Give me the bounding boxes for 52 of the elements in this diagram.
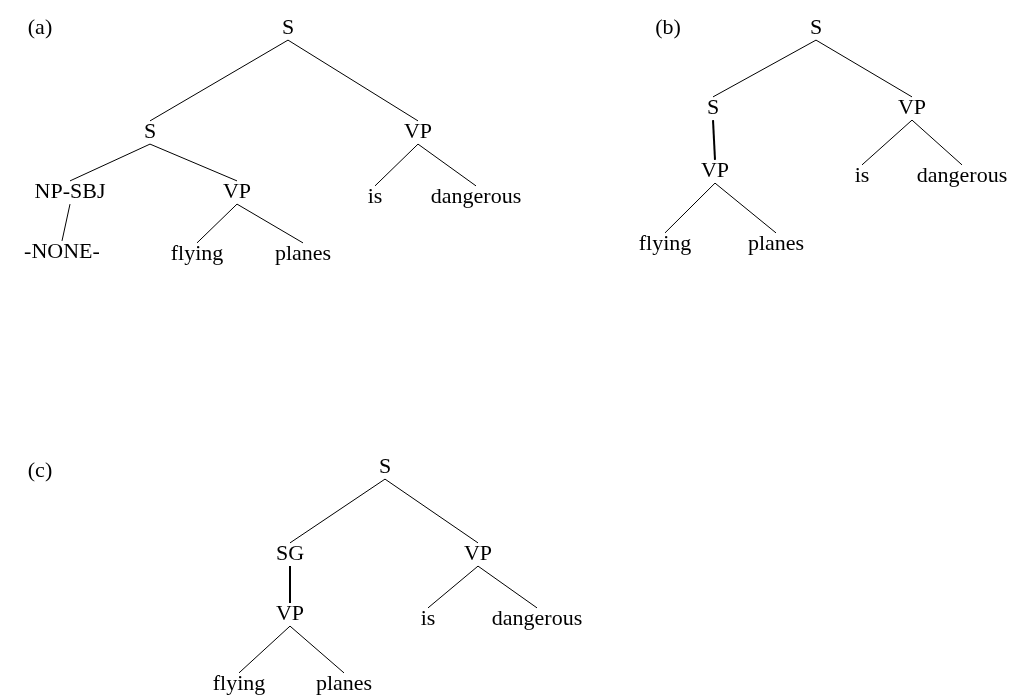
tree-label: VP [463,540,493,566]
tree-label: flying [212,670,266,696]
panel-label: (a) [27,14,53,40]
tree-label: VP [700,157,730,183]
tree-branch [712,39,817,98]
panel-label: (c) [27,457,53,483]
tree-label: is [420,605,436,631]
tree-branch [911,119,963,166]
tree-label: VP [897,94,927,120]
tree-label: flying [170,240,224,266]
tree-label: planes [274,240,332,266]
tree-label: planes [315,670,373,696]
tree-branch [149,39,289,122]
tree-branch [196,203,238,244]
tree-branch [69,143,151,182]
tree-label: SG [275,540,305,566]
tree-label: planes [747,230,805,256]
tree-label: NP-SBJ [34,178,106,204]
tree-branch [149,143,238,182]
tree-label: S [378,453,392,479]
tree-label: dangerous [491,605,583,631]
tree-label: is [854,162,870,188]
tree-label: S [809,14,823,40]
tree-branch [236,203,304,244]
tree-branch [238,625,291,674]
panel-label: (b) [655,14,681,40]
tree-branch [815,39,913,98]
tree-branch [417,143,477,187]
tree-label: flying [638,230,692,256]
tree-branch [477,565,538,609]
tree-label: is [367,183,383,209]
tree-branch [714,182,777,234]
tree-branch [427,565,479,609]
tree-branch [61,203,71,242]
tree-label: S [143,118,157,144]
tree-label: VP [403,118,433,144]
tree-label: -NONE- [24,238,100,264]
tree-label: S [706,94,720,120]
tree-branch [289,625,345,674]
tree-branch [289,478,386,544]
tree-branch [374,143,419,187]
tree-label: VP [275,600,305,626]
tree-label: dangerous [916,162,1008,188]
tree-branch [289,565,291,604]
tree-label: VP [222,178,252,204]
tree-branch [287,39,419,122]
tree-label: S [281,14,295,40]
tree-label: dangerous [430,183,522,209]
tree-branch [384,478,479,544]
tree-branch [664,182,716,234]
tree-branch [712,119,716,161]
tree-branch [861,119,913,166]
